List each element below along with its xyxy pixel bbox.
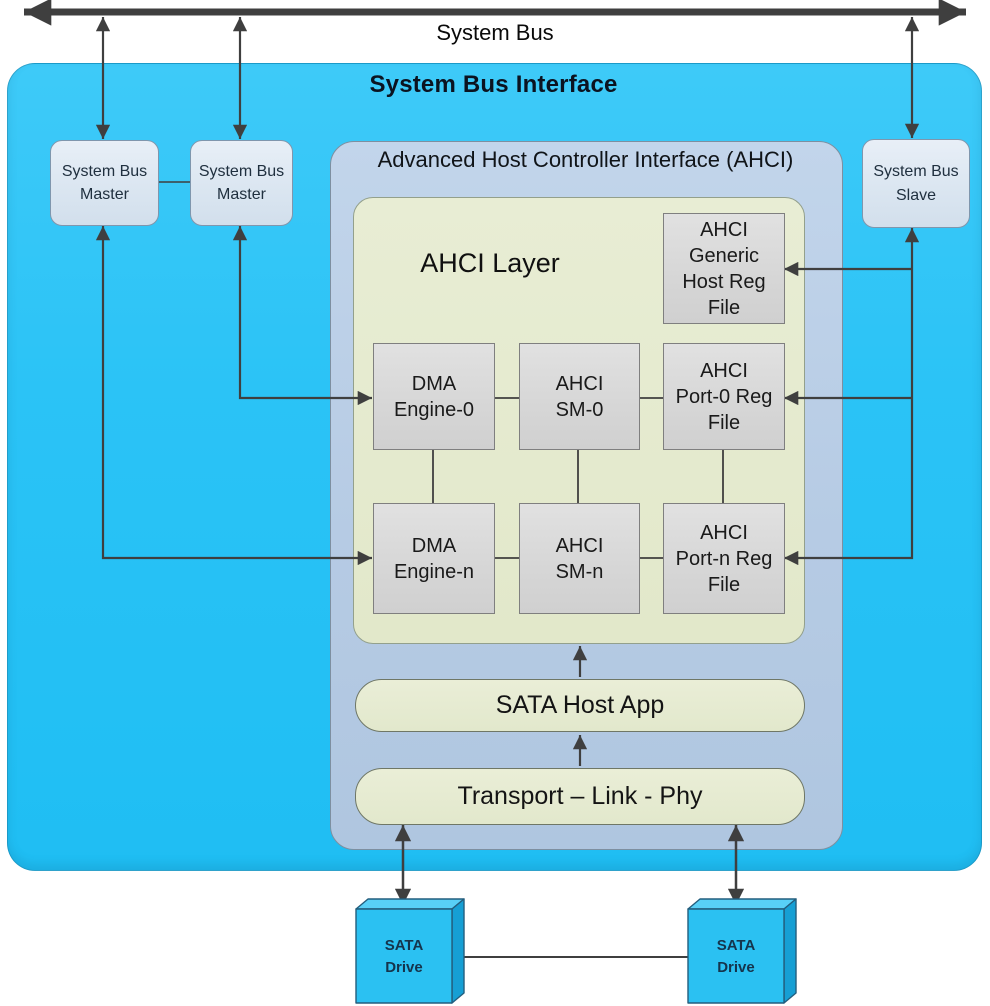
ahci-panel-title: Advanced Host Controller Interface (AHCI… bbox=[377, 147, 794, 172]
transport-link-phy-label: Transport – Link - Phy bbox=[457, 782, 703, 810]
transport-link-phy-layer: Transport – Link - Phy bbox=[355, 768, 805, 825]
ahci-sm-0-label: AHCI SM-0 bbox=[555, 372, 604, 421]
dma-engine-0-label: DMA Engine-0 bbox=[393, 372, 475, 421]
dma-engine-n: DMA Engine-n bbox=[373, 503, 495, 614]
system-bus-slave: System Bus Slave bbox=[862, 139, 970, 228]
ahci-generic-host-reg-file-label: AHCI Generic Host Reg File bbox=[682, 218, 766, 319]
dma-engine-n-label: DMA Engine-n bbox=[393, 534, 475, 583]
system-bus-master-2: System Bus Master bbox=[190, 140, 293, 226]
ahci-port-n-reg-file: AHCI Port-n Reg File bbox=[663, 503, 785, 614]
system-bus-slave-label: System Bus Slave bbox=[873, 163, 959, 204]
ahci-port-0-reg-file: AHCI Port-0 Reg File bbox=[663, 343, 785, 450]
ahci-layer-title: AHCI Layer bbox=[420, 248, 560, 278]
system-bus-master-1-label: System Bus Master bbox=[61, 162, 148, 203]
dma-engine-0: DMA Engine-0 bbox=[373, 343, 495, 450]
ahci-port-0-reg-file-label: AHCI Port-0 Reg File bbox=[675, 359, 773, 434]
ahci-port-n-reg-file-label: AHCI Port-n Reg File bbox=[675, 521, 773, 596]
ahci-sm-0: AHCI SM-0 bbox=[519, 343, 640, 450]
sata-drive-left: SATA Drive bbox=[356, 925, 452, 989]
system-bus-interface-title: System Bus Interface bbox=[369, 71, 618, 98]
ahci-sm-n: AHCI SM-n bbox=[519, 503, 640, 614]
sata-drive-left-label: SATA Drive bbox=[384, 936, 424, 977]
system-bus-label: System Bus bbox=[436, 20, 554, 45]
ahci-sm-n-label: AHCI SM-n bbox=[555, 534, 604, 583]
sata-drive-right: SATA Drive bbox=[688, 925, 784, 989]
system-bus-master-2-label: System Bus Master bbox=[198, 162, 285, 203]
sata-host-app-label: SATA Host App bbox=[495, 691, 665, 719]
sata-drive-right-label: SATA Drive bbox=[716, 936, 756, 977]
sata-host-app-layer: SATA Host App bbox=[355, 679, 805, 732]
system-bus-master-1: System Bus Master bbox=[50, 140, 159, 226]
ahci-generic-host-reg-file: AHCI Generic Host Reg File bbox=[663, 213, 785, 324]
